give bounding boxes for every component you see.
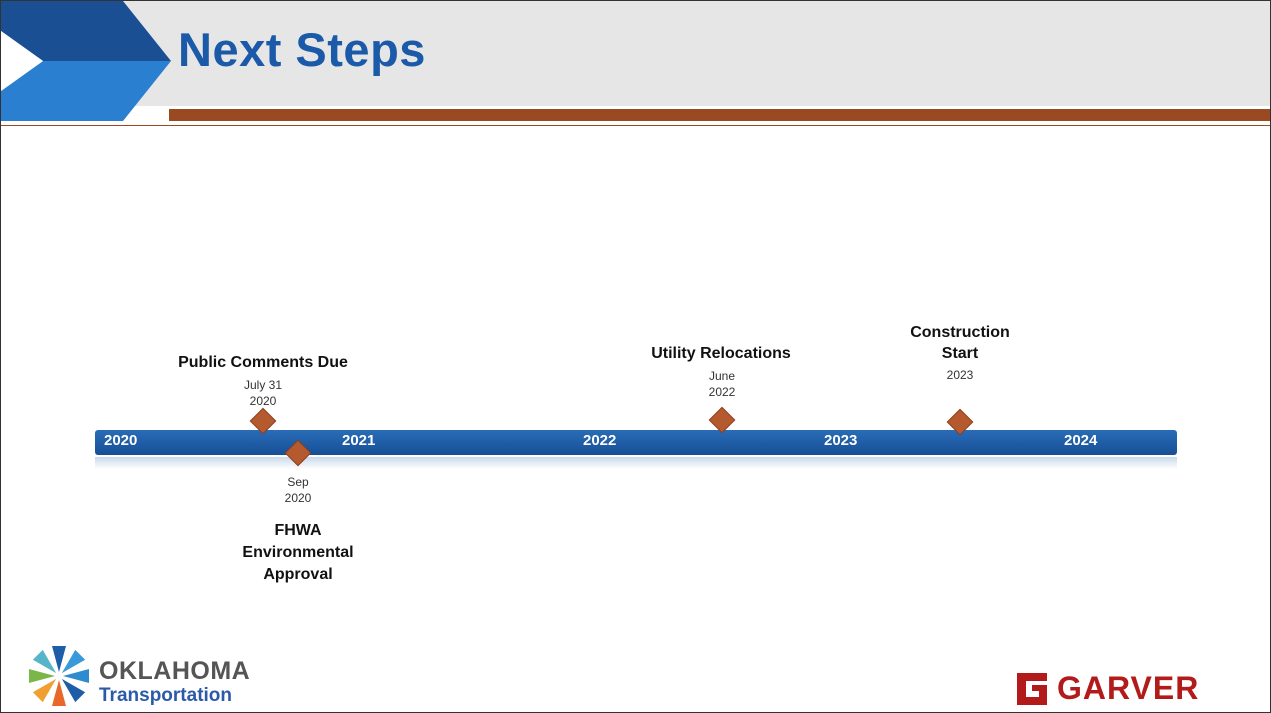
milestone-date: Sep [287,475,309,489]
timeline-shadow [95,457,1177,469]
garver-g-icon [1017,673,1047,705]
year-label: 2024 [1064,432,1098,449]
milestone-date: 2020 [249,394,277,408]
title-accent-bar [169,109,1270,121]
year-label: 2023 [824,432,858,449]
milestone-label: Construction [910,324,1010,341]
milestone-date: 2020 [284,491,312,505]
milestone-date: 2022 [708,385,736,399]
milestone-date: July 31 [243,378,283,392]
milestone-marker [249,407,277,435]
oklahoma-logo-subtitle: Transportation [99,685,233,706]
milestone-label: Utility Relocations [651,345,791,362]
milestone-label: Public Comments Due [178,354,348,371]
page-title: Next Steps [178,23,426,76]
milestone-label: Start [941,345,979,362]
milestone-label: Approval [263,566,333,583]
header-band [1,1,1270,106]
oklahoma-star-logo-icon [29,646,89,706]
year-label: 2020 [104,432,138,449]
milestone-date: June [708,369,736,383]
milestone-label: FHWA [274,522,322,539]
header-divider [1,125,1270,126]
milestone-label: Environmental [242,544,354,561]
milestone-marker [284,439,312,467]
milestone-date: 2023 [946,368,974,382]
year-label: 2022 [583,432,617,449]
oklahoma-logo-text: OKLAHOMA [99,657,251,685]
milestone-marker [946,408,974,436]
year-label: 2021 [342,432,376,449]
milestone-marker [708,406,736,434]
garver-logo-text: GARVER [1057,670,1200,706]
chevron-icon [1,1,171,121]
timeline-bar [95,430,1177,455]
